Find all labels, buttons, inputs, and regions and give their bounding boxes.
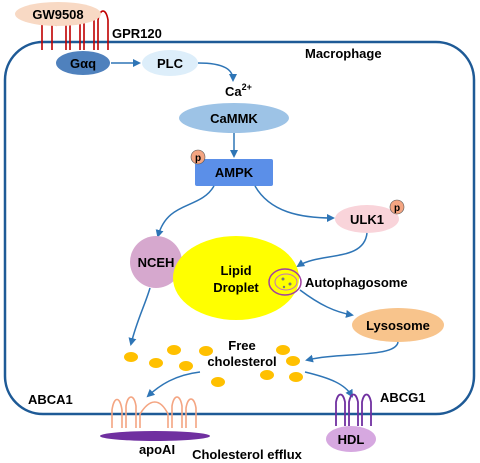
arrow-nceh-cholesterol <box>128 287 151 346</box>
cholesterol-dot <box>199 346 213 356</box>
nceh-label: NCEH <box>138 255 175 270</box>
galpha-q-node <box>56 51 110 75</box>
cell-membrane <box>3 40 476 416</box>
nceh-node <box>130 236 182 288</box>
autophagosome-dot <box>281 277 285 281</box>
abcg1-transporter <box>335 393 372 426</box>
autophagosome <box>268 268 302 296</box>
arrow-cholesterol-abcg1 <box>304 371 354 398</box>
hdl-node <box>326 426 376 452</box>
plc-label: PLC <box>157 56 184 71</box>
gw9508-label: GW9508 <box>32 7 83 22</box>
cholesterol-dot <box>167 345 181 355</box>
abcg1-label: ABCG1 <box>380 390 426 405</box>
arrow-ampk-nceh <box>155 185 215 238</box>
ulk1-node <box>335 205 399 233</box>
autophagosome-dot <box>288 282 292 286</box>
abca1-label: ABCA1 <box>28 392 73 407</box>
cholesterol-dot <box>289 372 303 382</box>
cholesterol-dot <box>286 356 300 366</box>
cholesterol-dot <box>124 352 138 362</box>
cholesterol-dot <box>276 345 290 355</box>
gw9508-ligand <box>15 2 101 26</box>
arrow-ulk1-autophagosome <box>296 232 368 268</box>
autophagosome-inner <box>274 273 298 291</box>
gpr120-label: GPR120 <box>112 26 162 41</box>
autophagosome-label: Autophagosome <box>305 275 408 290</box>
ampk-label: AMPK <box>215 165 254 180</box>
autophagosome-dot <box>282 285 286 289</box>
ulk1-phospho-badge <box>389 199 405 215</box>
arrow-autophagosome-lysosome <box>299 289 354 318</box>
free-cholesterol-label-1: Free <box>228 338 255 353</box>
lipid-droplet-label-1: Lipid <box>220 263 251 278</box>
cell-label: Macrophage <box>305 46 382 61</box>
galpha-q-label: Gαq <box>70 56 96 71</box>
cammk-node <box>179 103 289 133</box>
calcium-label: Ca2+ <box>225 82 252 99</box>
arrow-plc-ca <box>197 62 237 82</box>
free-cholesterol-label-2: cholesterol <box>207 354 276 369</box>
lysosome-node <box>352 308 444 342</box>
cholesterol-dot <box>179 361 193 371</box>
ampk-node <box>195 159 273 186</box>
ampk-phospho-label: p <box>195 153 201 164</box>
apoai-node <box>100 431 210 441</box>
lipid-droplet <box>173 236 299 320</box>
cammk-label: CaMMK <box>210 111 258 126</box>
ulk1-phospho-label: p <box>394 203 400 214</box>
arrow-lysosome-cholesterol <box>305 341 399 363</box>
arrow-ampk-ulk1 <box>254 185 335 222</box>
free-cholesterol-dots <box>124 345 303 387</box>
ampk-phospho-badge <box>190 149 206 165</box>
cholesterol-dot <box>149 358 163 368</box>
cholesterol-efflux-label: Cholesterol efflux <box>192 447 303 462</box>
arrow-cholesterol-abca1 <box>146 371 201 398</box>
ulk1-label: ULK1 <box>350 212 384 227</box>
cholesterol-dot <box>260 370 274 380</box>
hdl-label: HDL <box>338 432 365 447</box>
apoai-label: apoAI <box>139 442 175 457</box>
plc-node <box>142 50 198 76</box>
lipid-droplet-label-2: Droplet <box>213 280 259 295</box>
abca1-transporter <box>111 396 197 428</box>
lysosome-label: Lysosome <box>366 318 430 333</box>
cholesterol-dot <box>211 377 225 387</box>
